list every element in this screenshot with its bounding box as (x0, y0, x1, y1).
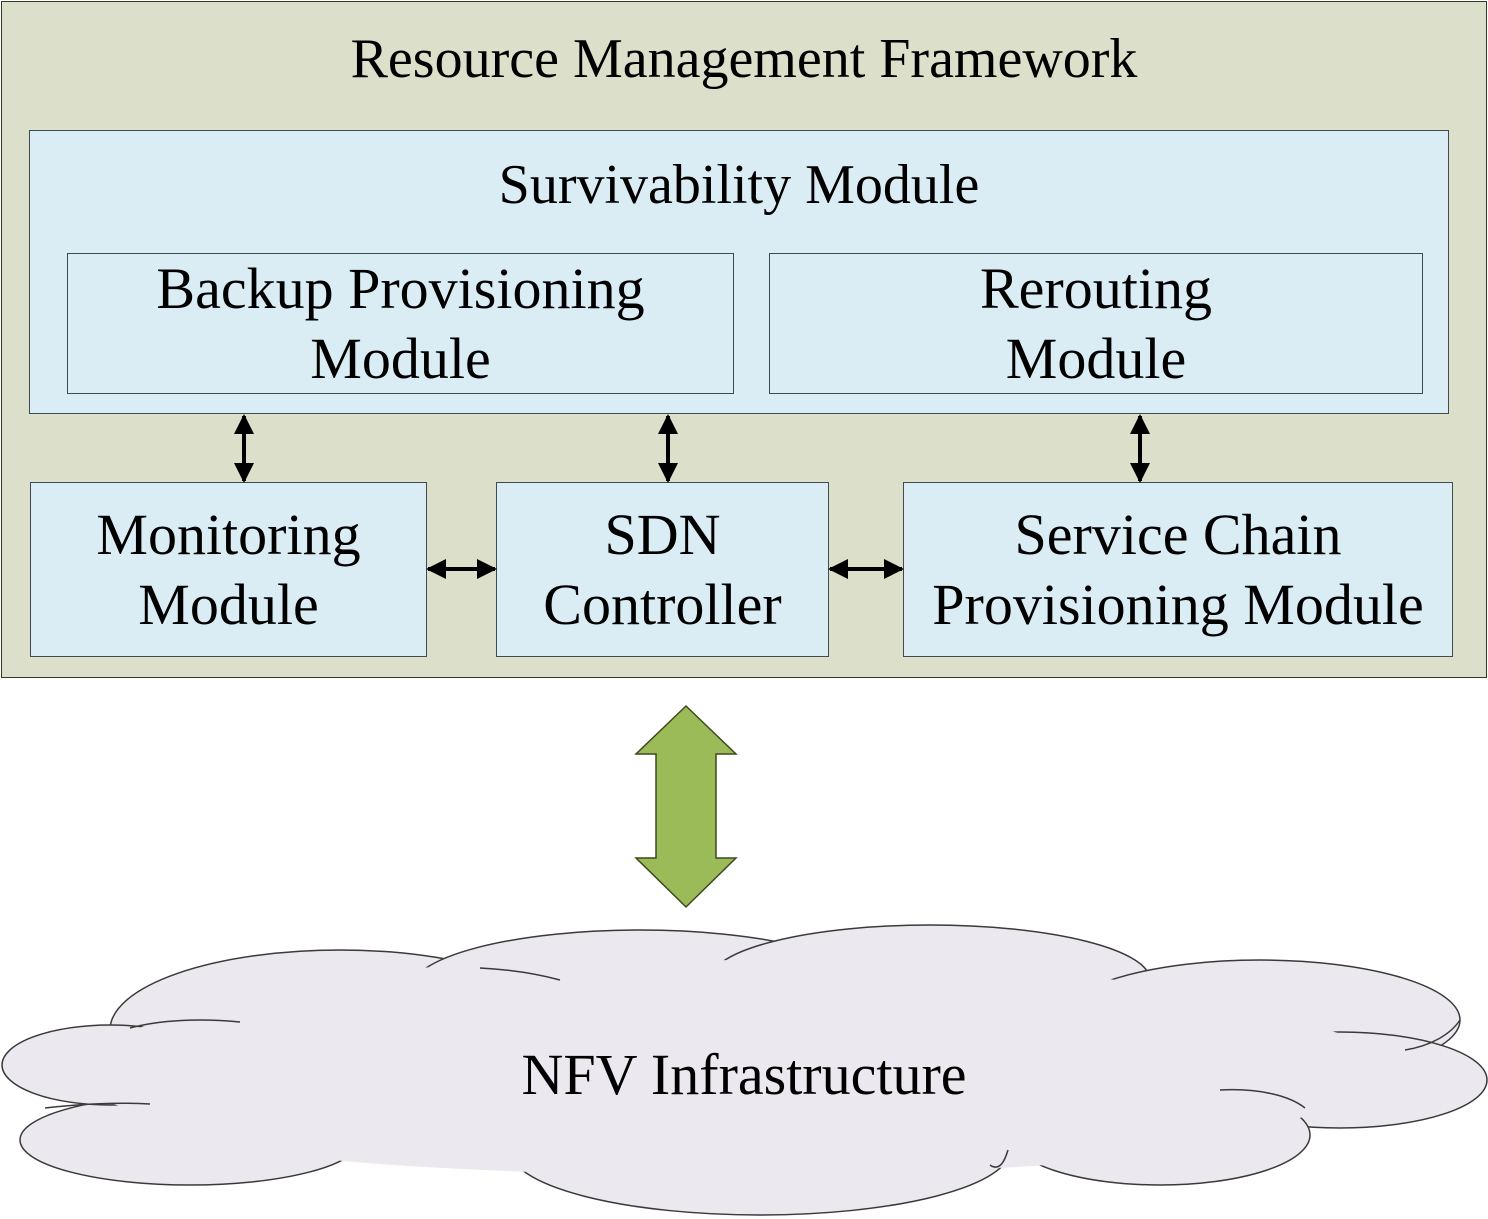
rerouting-label-line1: Rerouting (980, 255, 1212, 321)
chain-label-line2: Provisioning Module (932, 571, 1424, 637)
sdn-controller: SDN Controller (496, 482, 829, 657)
sdn-label-line2: Controller (543, 571, 782, 637)
backup-label-line2: Module (310, 325, 491, 391)
big-double-arrow (634, 704, 738, 909)
service-chain-provisioning-module: Service Chain Provisioning Module (903, 482, 1453, 657)
nfv-cloud: NFV Infrastructure (1, 924, 1488, 1216)
monitoring-label-line2: Module (138, 571, 319, 637)
survivability-title: Survivability Module (498, 154, 980, 216)
rerouting-module: Rerouting Module (769, 253, 1423, 394)
chain-label-line1: Service Chain (1014, 501, 1342, 567)
rerouting-label-line2: Module (1005, 325, 1187, 391)
framework-title: Resource Management Framework (350, 28, 1138, 90)
monitoring-label-line1: Monitoring (96, 501, 361, 567)
backup-provisioning-module: Backup Provisioning Module (67, 253, 734, 394)
cloud-label: NFV Infrastructure (521, 1042, 966, 1107)
backup-label-line1: Backup Provisioning (156, 255, 645, 321)
sdn-label-line1: SDN (604, 501, 721, 567)
